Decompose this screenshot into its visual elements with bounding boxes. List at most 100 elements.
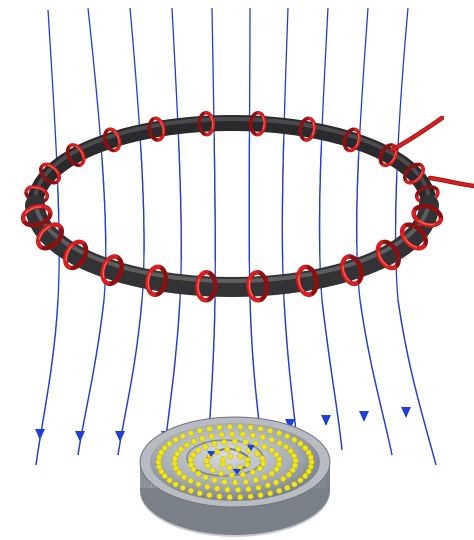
eddy-current-dot bbox=[280, 476, 286, 482]
eddy-current-dot bbox=[207, 492, 213, 498]
eddy-current-dot bbox=[184, 442, 190, 448]
eddy-current-dot bbox=[227, 424, 233, 430]
eddy-current-dot bbox=[217, 494, 223, 500]
toroid-back-half bbox=[24, 112, 440, 205]
eddy-current-dot bbox=[269, 437, 275, 443]
eddy-current-dot bbox=[284, 433, 290, 439]
eddy-current-dot bbox=[258, 426, 264, 432]
eddy-current-dot bbox=[261, 461, 267, 467]
eddy-current-dot bbox=[235, 487, 241, 493]
eddy-current-dot bbox=[238, 454, 244, 460]
eddy-current-dot bbox=[240, 472, 246, 478]
arrowhead-1 bbox=[35, 429, 45, 440]
eddy-current-dot bbox=[229, 431, 235, 437]
eddy-current-dot bbox=[256, 485, 262, 491]
field-line-lower-2 bbox=[78, 8, 106, 455]
eddy-current-dot bbox=[162, 445, 168, 451]
eddy-current-dot bbox=[273, 480, 279, 486]
eddy-current-dot bbox=[207, 426, 213, 432]
eddy-current-dot bbox=[204, 458, 210, 464]
eddy-current-dot bbox=[265, 483, 271, 489]
field-line-lower-5 bbox=[208, 8, 215, 450]
eddy-current-dot bbox=[197, 428, 203, 434]
eddy-current-dot bbox=[260, 456, 266, 462]
field-line-inner-8 bbox=[320, 8, 342, 450]
eddy-current-dot bbox=[292, 463, 298, 469]
field-line-inner-2 bbox=[78, 8, 106, 455]
eddy-current-dot bbox=[269, 448, 275, 454]
arrowhead-2 bbox=[75, 431, 85, 442]
eddy-current-dot bbox=[253, 477, 259, 483]
field-lines-back bbox=[36, 8, 436, 465]
eddy-current-dot bbox=[227, 454, 233, 460]
field-line-lower-9 bbox=[357, 8, 392, 455]
eddy-current-dot bbox=[188, 430, 194, 436]
eddy-current-dot bbox=[196, 471, 202, 477]
eddy-current-dot bbox=[173, 482, 179, 488]
eddy-current-dot bbox=[246, 486, 252, 492]
eddy-current-dot bbox=[243, 479, 249, 485]
eddy-current-dot bbox=[225, 487, 231, 493]
eddy-current-dot bbox=[167, 478, 173, 484]
field-line-inner-3 bbox=[118, 8, 144, 455]
field-line-lower-3 bbox=[118, 8, 144, 455]
coin bbox=[140, 417, 330, 537]
eddy-current-dot bbox=[236, 446, 242, 452]
eddy-current-dot bbox=[221, 439, 227, 445]
eddy-current-dot bbox=[276, 488, 282, 494]
eddy-current-dot bbox=[244, 462, 250, 468]
eddy-current-dot bbox=[197, 491, 203, 497]
eddy-current-dot bbox=[229, 472, 235, 478]
eddy-current-dot bbox=[254, 451, 260, 457]
eddy-current-dot bbox=[267, 428, 273, 434]
eddy-current-dot bbox=[180, 485, 186, 491]
eddy-current-dot bbox=[302, 473, 308, 479]
eddy-current-dot bbox=[196, 481, 202, 487]
eddy-current-dot bbox=[209, 434, 215, 440]
eddy-current-dot bbox=[196, 448, 202, 454]
core-back bbox=[35, 123, 429, 205]
eddy-current-dot bbox=[224, 447, 230, 453]
arrowhead-9 bbox=[359, 411, 369, 422]
eddy-current-dot bbox=[188, 488, 194, 494]
eddy-current-dot bbox=[212, 477, 218, 483]
eddy-current-dot bbox=[269, 471, 275, 477]
eddy-current-dot bbox=[220, 457, 226, 463]
eddy-current-dot bbox=[286, 472, 292, 478]
eddy-current-dot bbox=[267, 491, 273, 497]
eddy-current-dot bbox=[298, 441, 304, 447]
eddy-current-dot bbox=[283, 444, 289, 450]
eddy-current-dot bbox=[250, 433, 256, 439]
eddy-current-dot bbox=[240, 432, 246, 438]
eddy-current-dot bbox=[211, 441, 217, 447]
arrowhead-10 bbox=[401, 407, 411, 418]
eddy-current-dot bbox=[203, 475, 209, 481]
eddy-current-dot bbox=[258, 492, 264, 498]
eddy-current-dot bbox=[214, 486, 220, 492]
eddy-current-dot bbox=[250, 470, 256, 476]
eddy-current-dot bbox=[243, 439, 249, 445]
field-line-lower-6 bbox=[249, 8, 262, 450]
eddy-current-dot bbox=[232, 439, 238, 445]
eddy-current-dot bbox=[180, 433, 186, 439]
eddy-current-dot bbox=[274, 466, 280, 472]
eddy-current-dot bbox=[292, 437, 298, 443]
eddy-current-dot bbox=[276, 430, 282, 436]
eddy-current-dot bbox=[205, 484, 211, 490]
field-line-3 bbox=[118, 8, 144, 455]
eddy-current-dot bbox=[237, 424, 243, 430]
field-line-lower-8 bbox=[320, 8, 342, 450]
eddy-current-dot bbox=[260, 434, 266, 440]
field-line-lower-4 bbox=[164, 8, 181, 455]
eddy-current-dot bbox=[298, 478, 304, 484]
eddy-current-dot bbox=[174, 451, 180, 457]
eddy-current-dot bbox=[188, 478, 194, 484]
core-front bbox=[35, 205, 429, 287]
eddy-current-dot bbox=[227, 494, 233, 500]
eddy-current-dot bbox=[173, 437, 179, 443]
eddy-current-dot bbox=[222, 479, 228, 485]
arrowhead-8 bbox=[321, 415, 331, 426]
field-line-inner-9 bbox=[357, 8, 392, 455]
eddy-current-dot bbox=[227, 465, 233, 471]
